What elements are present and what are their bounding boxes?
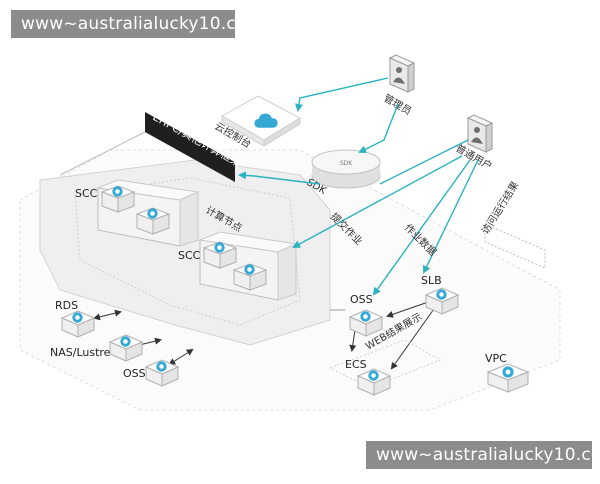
edge-user-slb xyxy=(423,159,479,274)
gear-cloud-icon xyxy=(147,208,158,219)
edge-sdk-ehpc xyxy=(238,171,321,185)
rds-label: RDS xyxy=(55,299,78,312)
gear-cloud-icon xyxy=(502,366,514,378)
sdk-disk: SDK xyxy=(311,149,381,189)
sdk-disk-label: SDK xyxy=(340,160,353,167)
oss-left-label: OSS xyxy=(123,367,146,380)
vpc-node: VPC xyxy=(485,352,530,393)
watermark-bottom: www~australialucky10.com xyxy=(366,441,600,469)
access-result-label: 访问运行结果 xyxy=(479,179,522,237)
teal-connections xyxy=(238,77,479,296)
oss-right-node: OSS xyxy=(348,293,384,337)
gear-cloud-icon xyxy=(360,311,371,322)
edge-user-console xyxy=(379,139,469,185)
scc-label-1: SCC xyxy=(75,187,98,200)
gear-cloud-icon xyxy=(368,370,379,381)
gear-cloud-icon xyxy=(436,289,447,300)
edge-admin-console xyxy=(295,77,389,112)
server-box xyxy=(135,207,171,235)
scc-group-2: SCC xyxy=(178,231,298,301)
watermark-top: www~australialucky10.com xyxy=(11,10,263,38)
rds-node: RDS xyxy=(55,299,96,338)
edge-oss-ecs xyxy=(349,329,357,352)
edge-slb-ecs xyxy=(390,305,437,370)
ecs-label: ECS xyxy=(345,358,367,371)
user-icon xyxy=(393,67,405,84)
edge-user-oss xyxy=(372,159,471,296)
edge-rds xyxy=(93,309,122,321)
compute-inner-outline xyxy=(74,177,301,326)
gear-cloud-icon xyxy=(156,361,167,372)
cloud-console: 云控制台 xyxy=(213,95,302,151)
scc-group-1: SCC xyxy=(75,179,200,247)
slb-node: SLB xyxy=(421,274,460,315)
gear-cloud-icon xyxy=(112,186,123,197)
nas-label: NAS/Lustre xyxy=(50,346,111,359)
gear-cloud-icon xyxy=(120,336,131,347)
edge-admin-sdk xyxy=(358,103,399,153)
ecs-group: ECS xyxy=(328,339,442,396)
scc-label-2: SCC xyxy=(178,249,201,262)
oss-right-label: OSS xyxy=(350,293,373,306)
gear-cloud-icon xyxy=(214,242,225,253)
admin-node: 管理员 xyxy=(382,54,416,118)
server-box xyxy=(232,263,268,291)
server-box xyxy=(100,185,136,213)
edge-oss-left xyxy=(168,348,194,366)
slb-label: SLB xyxy=(421,274,442,287)
vpc-label: VPC xyxy=(485,352,507,365)
gear-cloud-icon xyxy=(244,264,255,275)
oss-left-node: OSS xyxy=(123,359,180,387)
server-box xyxy=(202,241,238,269)
edge-user-compute xyxy=(292,155,463,248)
gear-cloud-icon xyxy=(72,312,83,323)
nas-node: NAS/Lustre xyxy=(50,334,144,362)
user-icon xyxy=(471,127,483,144)
